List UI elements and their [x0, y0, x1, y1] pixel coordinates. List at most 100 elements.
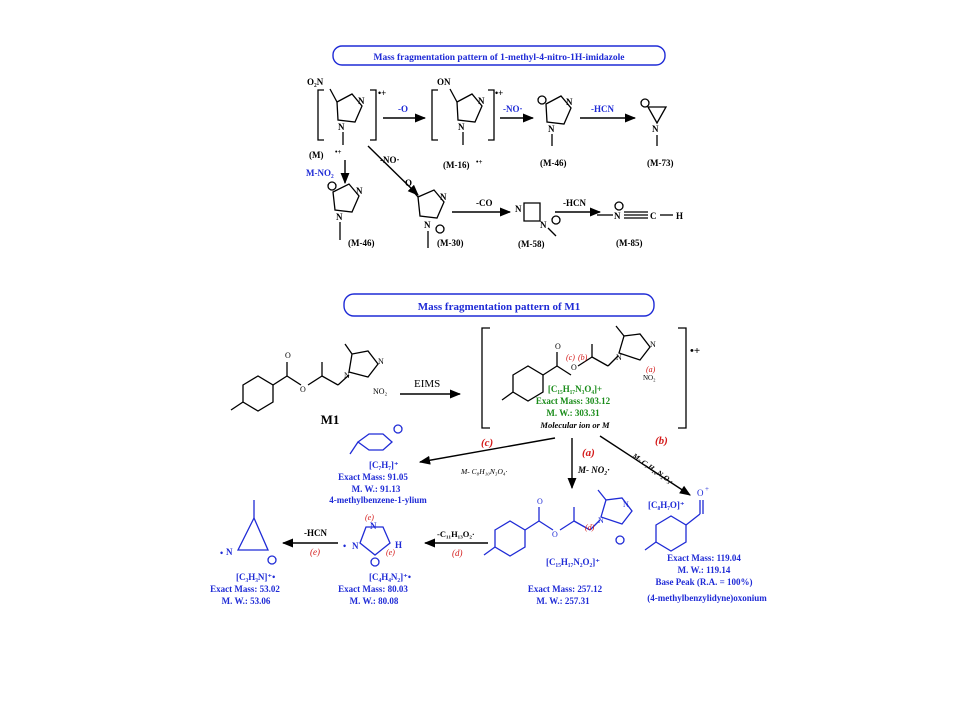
fragment-M58: N N [515, 202, 561, 237]
svg-text:N: N [370, 521, 377, 531]
title-box-1 [332, 45, 666, 66]
title-1: Mass fragmentation pattern of 1-methyl-4… [374, 53, 625, 63]
fragment-M85: N C H [597, 201, 683, 221]
molecular-ion: •+ O O N N NO₂ (c) (b) (a) [481, 325, 700, 429]
path-e-label: (e) [310, 547, 320, 557]
svg-text:O: O [552, 530, 558, 539]
svg-text:•+: •+ [495, 88, 503, 98]
svg-text:(e): (e) [365, 513, 374, 522]
loss-CO: -CO [476, 198, 493, 208]
svg-text:N: N [515, 204, 522, 214]
path-b-base: Base Peak (R.A. = 100%) [655, 577, 752, 587]
label-M46a: (M-46) [540, 158, 567, 168]
svg-text:(e): (e) [386, 548, 395, 557]
svg-text:N: N [598, 516, 604, 525]
path-e-loss: -HCN [304, 528, 327, 538]
path-b-loss: M- C₇H₁₀N₃O₃· [630, 451, 675, 486]
svg-text:O: O [405, 178, 412, 188]
svg-text:•: • [343, 541, 346, 551]
path-d-loss: -C₁₁H₁₃O₂· [437, 529, 475, 539]
svg-text:H: H [676, 211, 683, 221]
mol-exact: Exact Mass: 303.12 [536, 396, 611, 406]
svg-text:N: N [478, 96, 485, 106]
azirine-fragment: N • [220, 500, 277, 565]
svg-text:•+: •+ [378, 88, 386, 98]
eims-label: EIMS [414, 378, 440, 390]
title-2: Mass fragmentation pattern of M1 [418, 301, 581, 313]
svg-text:N: N [566, 97, 573, 107]
svg-text:O: O [697, 488, 704, 498]
mol-mw: M. W.: 303.31 [546, 408, 600, 418]
loss-NO-a: -NO· [503, 104, 523, 114]
path-a-label: (a) [582, 447, 595, 459]
svg-text:(b): (b) [578, 353, 588, 362]
svg-text:N: N [356, 186, 363, 196]
path-e-formula: [C₃H₃N]⁺• [236, 572, 275, 582]
svg-text:O: O [300, 385, 306, 394]
svg-text:(a): (a) [646, 365, 656, 374]
label-M: (M) [309, 150, 324, 160]
mol-ion-label: Molecular ion or M [539, 420, 610, 430]
svg-text:N: N [344, 371, 350, 380]
path-d-exact: Exact Mass: 80.03 [338, 584, 408, 594]
path-d-mw: M. W.: 80.08 [350, 596, 399, 606]
loss-NO-b: -NO· [380, 155, 400, 165]
svg-text:N: N [540, 220, 547, 230]
path-a-exact: Exact Mass: 257.12 [528, 584, 603, 594]
path-b-exact: Exact Mass: 119.04 [667, 553, 741, 563]
svg-text:N: N [548, 124, 555, 134]
path-c-formula: [C₇H₇]⁺ [369, 460, 399, 470]
path-d-label: (d) [452, 548, 463, 558]
label-M46b: (M-46) [348, 238, 375, 248]
svg-text:N: N [650, 340, 656, 349]
tolyl-cation [349, 424, 403, 455]
path-b-mw: M. W.: 119.14 [678, 565, 731, 575]
svg-text:(d): (d) [585, 523, 595, 532]
svg-text:NO₂: NO₂ [373, 387, 388, 396]
svg-text:O: O [285, 351, 291, 360]
path-d-formula: [C₄H₄N₂]⁺• [369, 572, 411, 582]
svg-text:N: N [338, 122, 345, 132]
svg-text:•+: •+ [690, 345, 700, 357]
loss-HCN-a: -HCN [591, 104, 614, 114]
fragment-257: O O N N (d) [483, 489, 633, 557]
path-a-loss: M- NO₂· [577, 465, 610, 475]
fragment-M30: O N N [405, 178, 447, 248]
label-M16: (M-16) [443, 160, 470, 170]
svg-text:N: N [378, 357, 384, 366]
svg-text:ON: ON [437, 77, 451, 87]
svg-text:N: N [336, 212, 343, 222]
svg-text:N: N [614, 211, 621, 221]
label-M58: (M-58) [518, 239, 545, 249]
svg-text:O: O [555, 342, 561, 351]
label-M85: (M-85) [616, 238, 643, 248]
path-c-loss: M- C₈H₁₀N₃O₄· [460, 467, 507, 476]
loss-MNO2: M-NO₂ [306, 168, 334, 178]
fragment-M46b: N N [327, 181, 363, 240]
svg-text:N: N [352, 541, 359, 551]
svg-text:N: N [652, 124, 659, 134]
path-e-exact: Exact Mass: 53.02 [210, 584, 280, 594]
svg-text:O: O [537, 497, 543, 506]
svg-text:N: N [623, 500, 629, 509]
svg-text:•: • [220, 548, 223, 558]
mol-formula: [C₁₅H₁₇N₃O₄]+ [548, 384, 602, 394]
svg-text:(c): (c) [566, 353, 575, 362]
label-M73: (M-73) [647, 158, 674, 168]
svg-text:O: O [571, 363, 577, 372]
fragment-M73: N [640, 98, 668, 146]
path-b-name: (4-methylbenzylidyne)oxonium [647, 593, 767, 603]
path-c-mw: M. W.: 91.13 [352, 484, 401, 494]
path-c-label: (c) [481, 437, 493, 449]
nitro-label: O₂N [307, 77, 324, 87]
path-a-formula: [C₁₅H₁₇N₂O₂]⁺ [546, 557, 600, 567]
fragment-M46a: N N [537, 95, 573, 146]
label-M30: (M-30) [437, 238, 464, 248]
svg-text:N: N [458, 122, 465, 132]
m1-label: M1 [321, 412, 340, 427]
svg-text:•+: •+ [335, 148, 341, 156]
loss-O: -O [398, 104, 408, 114]
fragment-80: N N H • (e) (e) [343, 513, 402, 567]
loss-HCN-b: -HCN [563, 198, 586, 208]
svg-text:C: C [650, 211, 657, 221]
